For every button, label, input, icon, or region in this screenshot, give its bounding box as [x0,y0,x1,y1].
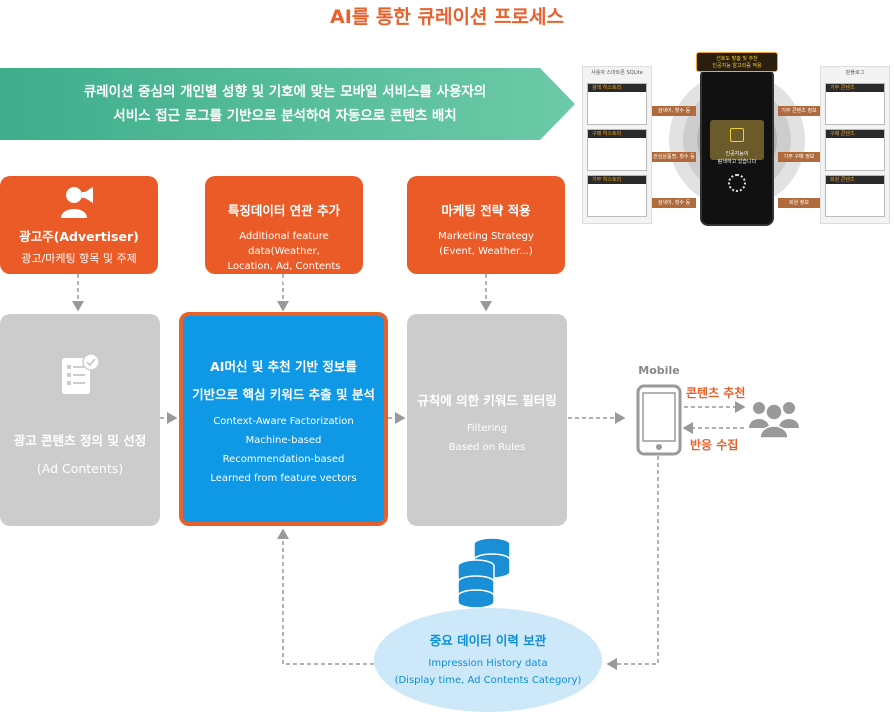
marketing-title: 마케팅 전략 적용 [441,203,531,218]
left-arrow-3: 검색어, 횟수 등 [652,198,696,208]
banner-line-2: 서비스 접근 로그를 기반으로 분석하여 자동으로 콘텐츠 배치 [113,108,457,124]
right-panel-header: 판플로그 [845,70,865,76]
marketing-sub2: (Event, Weather...) [439,246,533,257]
history-sub1: Impression History data [428,658,548,669]
right-arrow-2: 기부 구매 정보 [778,152,820,162]
advertiser-icon [61,187,93,218]
feature-data-title: 특징데이터 연관 추가 [227,203,341,218]
ai-analysis-box: AI머신 및 추천 기반 정보를 기반으로 핵심 키워드 추출 및 분석 Con… [179,312,388,526]
right-mini-1-title: 기부 콘텐츠 [826,84,884,92]
ai-line-3: Recommendation-based [222,454,345,465]
marketing-sub1: Marketing Strategy [438,231,534,242]
right-mini-2-title: 구매 콘텐츠 [826,130,884,138]
ad-contents-sub: (Ad Contents) [36,461,124,476]
advertiser-sub: 광고/마케팅 항목 및 주제 [21,252,137,265]
right-arrow-1: 기부 콘텐츠 정보 [778,106,820,116]
filter-box: 규칙에 의한 키워드 필터링 Filtering Based on Rules [407,314,567,526]
advertiser-box: 광고주(Advertiser) 광고/마케팅 항목 및 주제 [0,176,158,274]
checklist-icon [62,353,100,394]
banner-text: 큐레이션 중심의 개인별 성향 및 기호에 맞는 모바일 서비스를 사용자의 서… [30,80,540,128]
center-phone: 인공지능이 탐색하고 있습니다 [700,68,774,226]
filter-sub2: Based on Rules [448,442,526,453]
right-arrow-3: 회원 정보 [778,198,820,208]
mobile-label: Mobile [638,364,680,377]
page-title: AI를 통한 큐레이션 프로세스 [330,6,564,28]
users-icon [749,402,799,439]
collect-label: 반응 수집 [690,438,739,452]
phone-center-1: 인공지능이 [725,151,749,157]
ai-line-1: Context-Aware Factorization [213,416,354,427]
ai-title-line1: AI머신 및 추천 기반 정보를 [210,359,357,374]
left-mini-1-title: 검색 히스토리 [588,84,646,92]
phone-top-2: 인공지능 알고리즘 적용 [712,63,762,69]
left-arrow-1: 검색어, 횟수 등 [652,106,696,116]
right-panel: 판플로그 기부 콘텐츠 구매 콘텐츠 회원 콘텐츠 [820,66,890,224]
loading-spinner-icon [728,174,746,192]
ai-line-2: Machine-based [245,435,322,446]
banner-line-1: 큐레이션 중심의 개인별 성향 및 기호에 맞는 모바일 서비스를 사용자의 [83,84,487,100]
chip-icon [730,128,744,142]
left-panel-header: 사용자 스마트폰 SQLite [591,70,643,76]
feature-data-box: 특징데이터 연관 추가 Additional feature data(Weat… [205,176,363,287]
phone-center-2: 탐색하고 있습니다 [717,159,757,165]
advertiser-title: 광고주(Advertiser) [19,229,139,244]
left-mini-3-title: 기부 히스토리 [588,176,646,184]
history-storage: 중요 데이터 이력 보관 Impression History data (Di… [374,608,602,712]
phone-top-1: 선호도 맞춤 및 추천 [716,56,758,62]
left-mini-2-title: 구매 히스토리 [588,130,646,138]
left-mini-1: 검색 히스토리 [587,83,647,125]
ad-contents-box: 광고 콘텐츠 정의 및 선정 (Ad Contents) [0,314,160,526]
feature-data-sub2: Location, Ad, Contents Category) [227,261,341,287]
filter-title: 규칙에 의한 키워드 필터링 [417,393,557,408]
right-mini-2: 구매 콘텐츠 [825,129,885,171]
filter-sub1: Filtering [466,423,508,434]
mobile-phone-icon [636,384,682,456]
database-icon [457,538,511,609]
left-arrow-2: 관심상품명, 횟수 등 [652,152,696,162]
banner-arrow [0,68,575,140]
marketing-box: 마케팅 전략 적용 Marketing Strategy (Event, Wea… [407,176,565,274]
ai-line-4: Learned from feature vectors [210,473,357,484]
system-screenshot: 사용자 스마트폰 SQLite 검색 히스토리 구매 히스토리 기부 히스토리 … [582,52,892,226]
right-mini-3-title: 회원 콘텐츠 [826,176,884,184]
ad-contents-title: 광고 콘텐츠 정의 및 선정 [13,433,147,448]
left-mini-2: 구매 히스토리 [587,129,647,171]
left-mini-3: 기부 히스토리 [587,175,647,217]
ai-chip [710,120,764,160]
right-mini-1: 기부 콘텐츠 [825,83,885,125]
right-mini-3: 회원 콘텐츠 [825,175,885,217]
feature-data-sub1: Additional feature data(Weather, [239,231,329,257]
recommend-label: 콘텐츠 추천 [686,386,746,400]
history-sub2: (Display time, Ad Contents Category) [394,675,582,686]
left-panel: 사용자 스마트폰 SQLite 검색 히스토리 구매 히스토리 기부 히스토리 [582,66,652,224]
history-title: 중요 데이터 이력 보관 [429,633,547,648]
ai-title-line2: 기반으로 핵심 키워드 추출 및 분석 [192,387,375,402]
phone-top-badge: 선호도 맞춤 및 추천 인공지능 알고리즘 적용 [696,52,778,72]
